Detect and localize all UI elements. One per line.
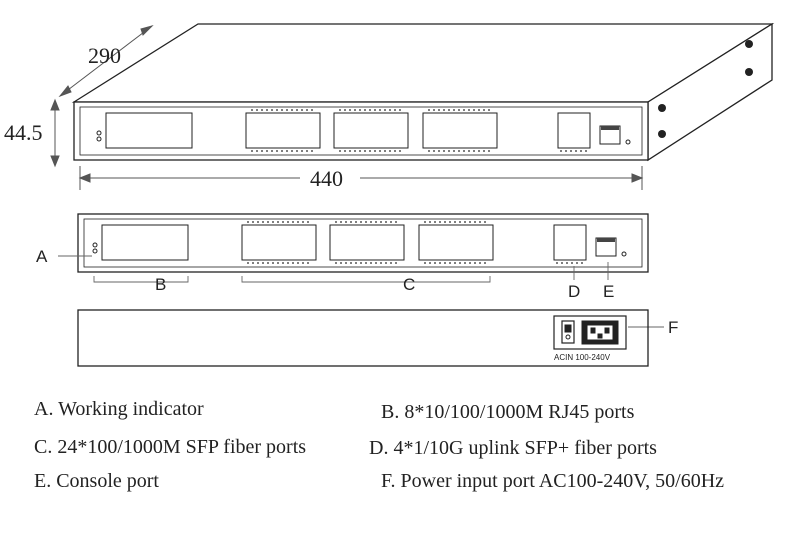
legend-b: B. 8*10/100/1000M RJ45 ports (381, 401, 635, 423)
legend-a: A. Working indicator (34, 398, 204, 420)
callout-b: B (155, 275, 166, 294)
dimension-lines (50, 25, 644, 190)
sfp-port-block (418, 224, 494, 261)
reset-hole-icon (625, 139, 631, 145)
callout-a: A (36, 247, 48, 266)
legend-e: E. Console port (34, 470, 159, 492)
indicator-led-icon (92, 248, 98, 254)
rear-panel (77, 309, 649, 367)
rj45-port-block (105, 112, 193, 149)
depth-dimension: 290 (88, 43, 121, 68)
callout-d: D (568, 282, 580, 301)
sfp-port-block (329, 224, 405, 261)
power-socket-icon (581, 320, 619, 345)
rj45-port-block (101, 224, 189, 261)
sfp-port-block (245, 112, 321, 149)
callout-f: F (668, 318, 678, 337)
indicator-led-icon (92, 242, 98, 248)
indicator-led-icon (96, 136, 102, 142)
callout-e: E (603, 282, 614, 301)
isometric-front-ports (96, 109, 631, 152)
sfp-plus-port-block (553, 224, 587, 261)
legend-f: F. Power input port AC100-240V, 50/60Hz (381, 470, 725, 492)
legend-d: D. 4*1/10G uplink SFP+ fiber ports (369, 437, 657, 459)
sfp-port-block (422, 112, 498, 149)
console-port-header (597, 238, 615, 242)
height-dimension: 44.5 (4, 120, 43, 145)
sfp-plus-port-block (557, 112, 591, 149)
reset-hole-icon (621, 251, 627, 257)
callout-lines (58, 255, 664, 328)
callout-c: C (403, 275, 415, 294)
front-panel (77, 213, 649, 273)
width-dimension: 440 (310, 166, 343, 191)
console-port-header (601, 126, 619, 130)
sfp-port-block (241, 224, 317, 261)
legend-c: C. 24*100/1000M SFP fiber ports (34, 436, 307, 458)
front-panel-ports (92, 221, 627, 264)
power-input-label: ACIN 100-240V (554, 353, 611, 362)
switch-diagram: 290 44.5 440 A B C D E F ACIN 100-240V (4, 22, 775, 367)
power-switch-icon (561, 320, 575, 344)
sfp-port-block (333, 112, 409, 149)
indicator-led-icon (96, 130, 102, 136)
